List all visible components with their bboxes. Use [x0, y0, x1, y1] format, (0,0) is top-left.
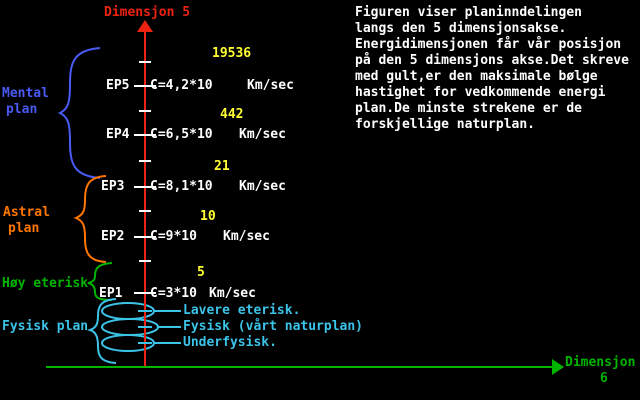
dimension6-axis — [46, 366, 554, 368]
description-line: hastighet for vedkommende energi — [355, 85, 606, 100]
speed-exponent: 5 — [197, 265, 205, 280]
speed-exponent: 10 — [200, 209, 216, 224]
axis-tick — [139, 110, 151, 112]
astral-plan-label-line1: Astral — [3, 205, 50, 220]
description-line: Figuren viser planinndelingen — [355, 5, 582, 20]
fysisk-plan-label: Fysisk plan — [2, 319, 89, 334]
axis-tick-ep4 — [134, 134, 156, 136]
speed-unit: Km/sec — [239, 179, 286, 194]
ep-label: EP2 — [101, 229, 125, 244]
dimension6-axis-label: Dimensjon — [565, 355, 636, 370]
speed-unit: Km/sec — [209, 286, 256, 301]
subplan-label-underfysisk: Underfysisk. — [183, 335, 277, 350]
speed-formula: C=6,5*10 — [150, 127, 213, 142]
axis-tick — [139, 160, 151, 162]
description-line: Energidimensjonen får vår posisjon — [355, 37, 622, 52]
dimension6-axis-number: 6 — [600, 371, 608, 386]
speed-exponent: 19536 — [212, 46, 252, 61]
dimension5-axis — [144, 30, 146, 367]
ep-label: EP1 — [99, 286, 123, 301]
axis-tick — [139, 210, 151, 212]
description-line: med gult,er den maksimale bølge — [355, 69, 598, 84]
axis-tick-ep2 — [134, 236, 156, 238]
ep-label: EP5 — [106, 78, 130, 93]
ep-label: EP4 — [106, 127, 130, 142]
speed-exponent: 21 — [214, 159, 230, 174]
speed-exponent: 442 — [220, 107, 244, 122]
axis-tick — [139, 260, 151, 262]
speed-unit: Km/sec — [239, 127, 286, 142]
axis-tick-subplan — [138, 310, 152, 312]
speed-formula: C=4,2*10 — [150, 78, 213, 93]
dimension5-axis-label: Dimensjon 5 — [104, 5, 191, 20]
mental-brace — [57, 47, 101, 179]
axis-tick — [139, 61, 151, 63]
description-line: langs den 5 dimensjonsakse. — [355, 21, 567, 36]
speed-formula: C=8,1*10 — [150, 179, 213, 194]
axis-tick-ep1 — [134, 292, 156, 294]
speed-unit: Km/sec — [223, 229, 270, 244]
axis-tick-subplan — [138, 326, 152, 328]
astral-plan-label-line2: plan — [8, 221, 40, 236]
description-line: på den 5 dimensjons akse.Det skreve — [355, 53, 629, 68]
axis-tick-subplan — [138, 342, 152, 344]
description-line: plan.De minste strekene er de — [355, 101, 582, 116]
axis-tick-ep5 — [134, 85, 156, 87]
mental-plan-label-line1: Mental — [2, 86, 49, 101]
axis-tick-ep3 — [134, 186, 156, 188]
description-line: forskjellige naturplan. — [355, 117, 536, 132]
subplan-label-lavere-eterisk: Lavere eterisk. — [183, 303, 301, 318]
speed-formula: C=3*10 — [150, 286, 197, 301]
fysisk-brace — [86, 298, 117, 364]
mental-plan-label-line2: plan — [6, 102, 38, 117]
subplan-label-fysisk: Fysisk (vårt naturplan) — [183, 319, 364, 334]
hoy-eterisk-label: Høy eterisk — [2, 276, 89, 291]
dimension5-axis-arrow-icon — [137, 20, 153, 32]
speed-formula: C=9*10 — [150, 229, 197, 244]
ep-label: EP3 — [101, 179, 125, 194]
speed-unit: Km/sec — [247, 78, 294, 93]
dimension6-axis-arrow-icon — [552, 359, 564, 375]
